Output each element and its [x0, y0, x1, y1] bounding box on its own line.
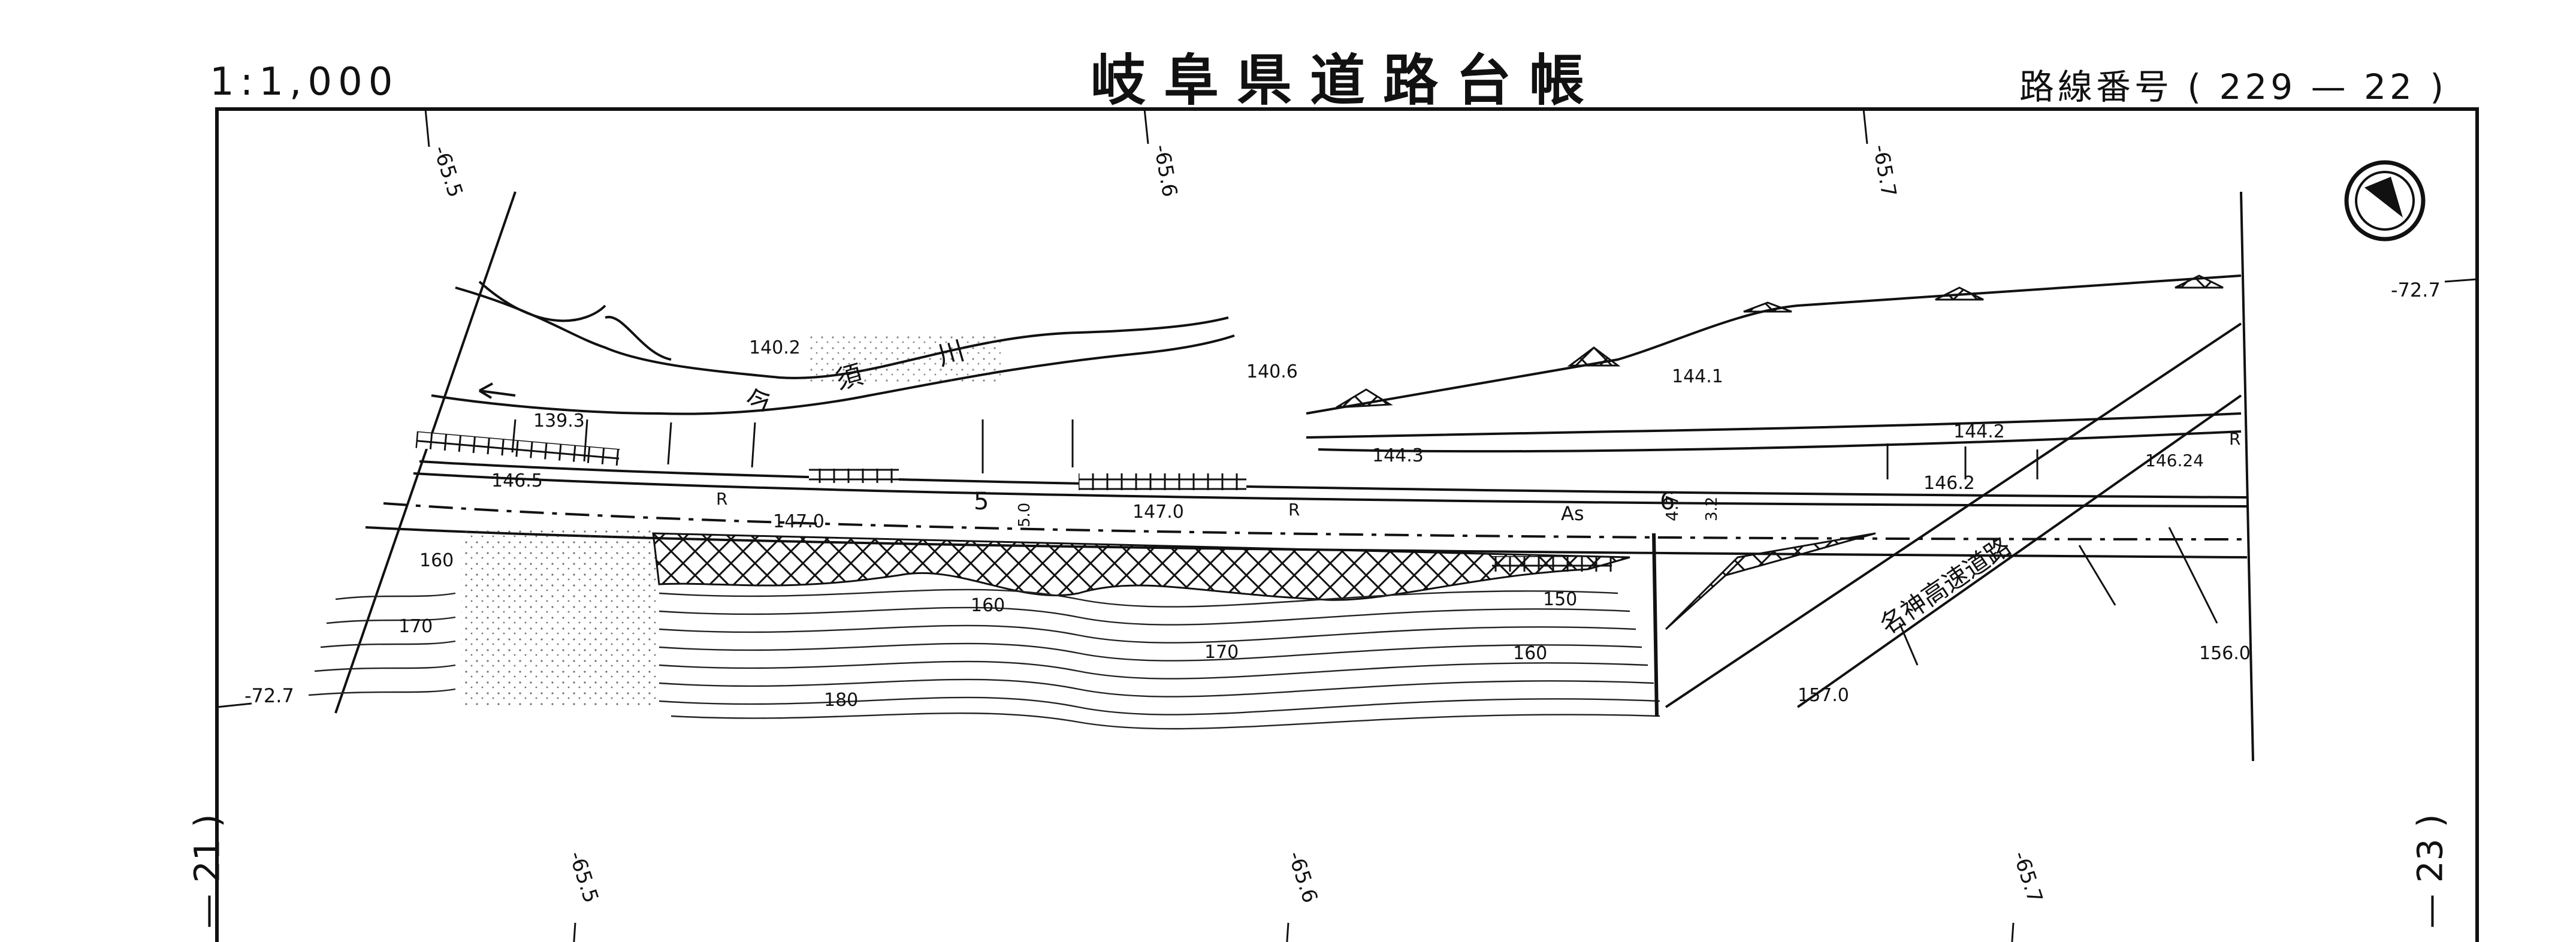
- river: [431, 280, 1235, 415]
- elevation-label: 139.3: [533, 410, 585, 431]
- contour-lines: [308, 588, 1660, 730]
- edge-line: [2240, 191, 2254, 762]
- river-bank-dots: [809, 336, 1001, 384]
- map-frame: [215, 107, 2479, 942]
- retaining-wall: [415, 431, 620, 466]
- retaining-wall: [1079, 473, 1246, 490]
- elevation-label: 140.6: [1246, 361, 1298, 382]
- elevation-label: 146.5: [491, 470, 543, 491]
- map-title: 岐阜県道路台帳: [1091, 48, 1603, 113]
- river-name: 今: [742, 383, 776, 419]
- road-surface-label: As: [1561, 502, 1584, 525]
- elevation-label: 147.0: [773, 511, 825, 532]
- contour-label: 150: [1543, 589, 1577, 610]
- elevation-label: 146.24: [2145, 451, 2204, 470]
- route-number: 路線番号 ( 229 — 22 ): [2019, 67, 2447, 107]
- road-width: 4.7: [1662, 494, 1682, 521]
- grid-label: -65.5: [564, 849, 603, 906]
- grid-label: -65.6: [1283, 849, 1322, 906]
- contour-label: 170: [1204, 642, 1239, 663]
- contour-label: 170: [398, 616, 433, 637]
- road-surface-label: R: [2229, 429, 2240, 449]
- elevation-label: 146.2: [1923, 473, 1975, 494]
- elevation-label: 144.3: [1372, 445, 1424, 466]
- contour-label: 180: [824, 690, 858, 711]
- parcel-boundary: [334, 191, 517, 714]
- slope-ticks: [511, 419, 2218, 666]
- road-width: 5: [974, 488, 989, 515]
- boundary-line: [1652, 533, 1659, 717]
- map-scale: 1:1,000: [210, 60, 399, 104]
- expressway-label: 名神高速道路: [1874, 532, 2016, 641]
- stipple-area: [461, 527, 659, 707]
- road-surface-label: R: [1288, 500, 1300, 520]
- road-width: 5.0: [1016, 503, 1034, 527]
- north-arrow-icon: [2344, 160, 2426, 241]
- contour-label: 160: [1513, 643, 1547, 664]
- cut-slope: [652, 532, 1630, 601]
- cut-slope: [1665, 532, 1876, 630]
- contour-label: 160: [419, 550, 454, 571]
- retaining-wall: [809, 469, 899, 483]
- expressway: [1665, 322, 2242, 708]
- elevation-label: 140.2: [749, 337, 801, 358]
- grid-label: -65.5: [428, 143, 467, 200]
- grid-label: -72.7: [244, 684, 294, 707]
- grid-label: -72.7: [2391, 279, 2441, 301]
- grid-label: -65.7: [1868, 143, 1901, 199]
- grid-ticks: [216, 108, 2478, 942]
- elevation-label: 156.0: [2199, 643, 2251, 664]
- road-surface-label: R: [716, 489, 727, 509]
- elevation-label: 147.0: [1133, 502, 1184, 523]
- embankment-hatch: [1336, 274, 2224, 409]
- contour-label: 160: [971, 595, 1005, 616]
- road-width: 6: [1660, 488, 1675, 515]
- grid-label: -65.6: [1149, 143, 1182, 199]
- elevation-label: 144.2: [1953, 421, 2005, 442]
- embankment: [1306, 274, 2242, 453]
- road-width: 3.2: [1703, 497, 1721, 521]
- grid-label: -65.7: [2008, 849, 2047, 906]
- flow-arrow-icon: [478, 382, 516, 399]
- elevation-label: 157.0: [1798, 685, 1849, 706]
- elevation-label: 144.1: [1672, 366, 1723, 387]
